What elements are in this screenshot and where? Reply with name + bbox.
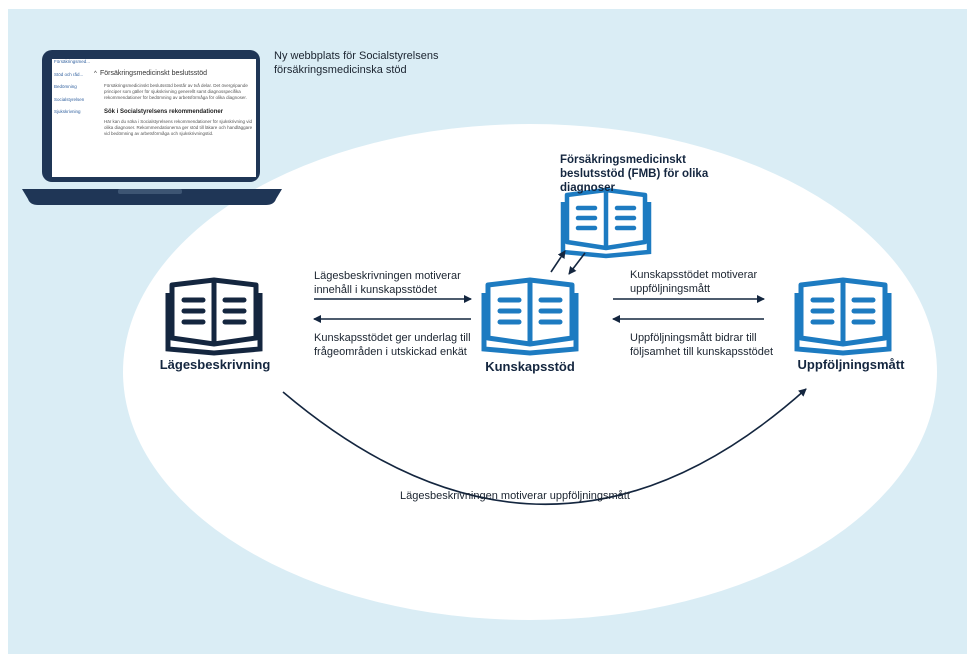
book-icon-kunskapsstod: [481, 277, 579, 356]
node-label-lagesbeskrivning: Lägesbeskrivning: [159, 357, 271, 372]
arrow-fmb-to-kunskap: [568, 252, 586, 275]
screen-subheading: Sök i Socialstyrelsens rekommendationer: [104, 109, 224, 115]
node-label-uppfoljningsmatt: Uppföljningsmått: [797, 357, 905, 372]
screen-sidebar: Försäkringsmed... Stöd och råd... Bedömn…: [54, 59, 94, 122]
edge-label-kunskap-to-lages: Kunskapsstödet ger underlag till frågeom…: [314, 332, 471, 358]
screen-main: Försäkringsmedicinskt beslutsstöd Försäk…: [100, 70, 254, 137]
screen-sidebar-item: Stöd och råd...: [54, 71, 84, 77]
edge-label-uppf-to-kunskap: Uppföljningsmått bidrar till följsamhet …: [630, 332, 774, 358]
node-label-kunskapsstod: Kunskapsstöd: [485, 359, 575, 374]
edge-label-kunskap-to-uppf: Kunskapsstödet motiverar uppföljningsmåt…: [630, 269, 758, 295]
laptop-caption: Ny webbplats för Socialstyrelsens försäk…: [274, 50, 439, 76]
process-ellipse: [123, 124, 937, 620]
screen-sidebar-item: Socialstyrelsen: [54, 96, 85, 102]
screen-sidebar-item: Bedömning: [54, 84, 77, 89]
book-icon-fmb: [560, 187, 652, 259]
edge-label-lages-to-kunskap: Lägesbeskrivningen motiverar innehåll i …: [314, 270, 461, 296]
chevron-up-icon: ^: [94, 71, 97, 77]
laptop-screen: Försäkringsmed... Stöd och råd... Bedömn…: [52, 59, 256, 177]
screen-intro: Försäkringsmedicinskt beslutsstöd består…: [104, 83, 248, 100]
edge-label-lages-to-uppf: Lägesbeskrivningen motiverar uppföljning…: [400, 490, 630, 502]
screen-title: Försäkringsmedicinskt beslutsstöd: [100, 70, 207, 77]
node-label-fmb: Försäkringsmedicinskt beslutsstöd (FMB) …: [560, 154, 709, 194]
book-icon-lagesbeskrivning: [165, 277, 263, 356]
screen-sidebar-item: Försäkringsmed...: [54, 59, 91, 64]
book-icon-uppfoljningsmatt: [794, 277, 892, 356]
screen-sidebar-item: Sjukskrivning: [54, 109, 81, 114]
arrow-kunskap-to-fmb: [550, 250, 566, 273]
screen-body: Här kan du söka i Socialstyrelsens rekom…: [104, 119, 253, 136]
arrow-lages-to-uppf-curve: [282, 388, 807, 506]
